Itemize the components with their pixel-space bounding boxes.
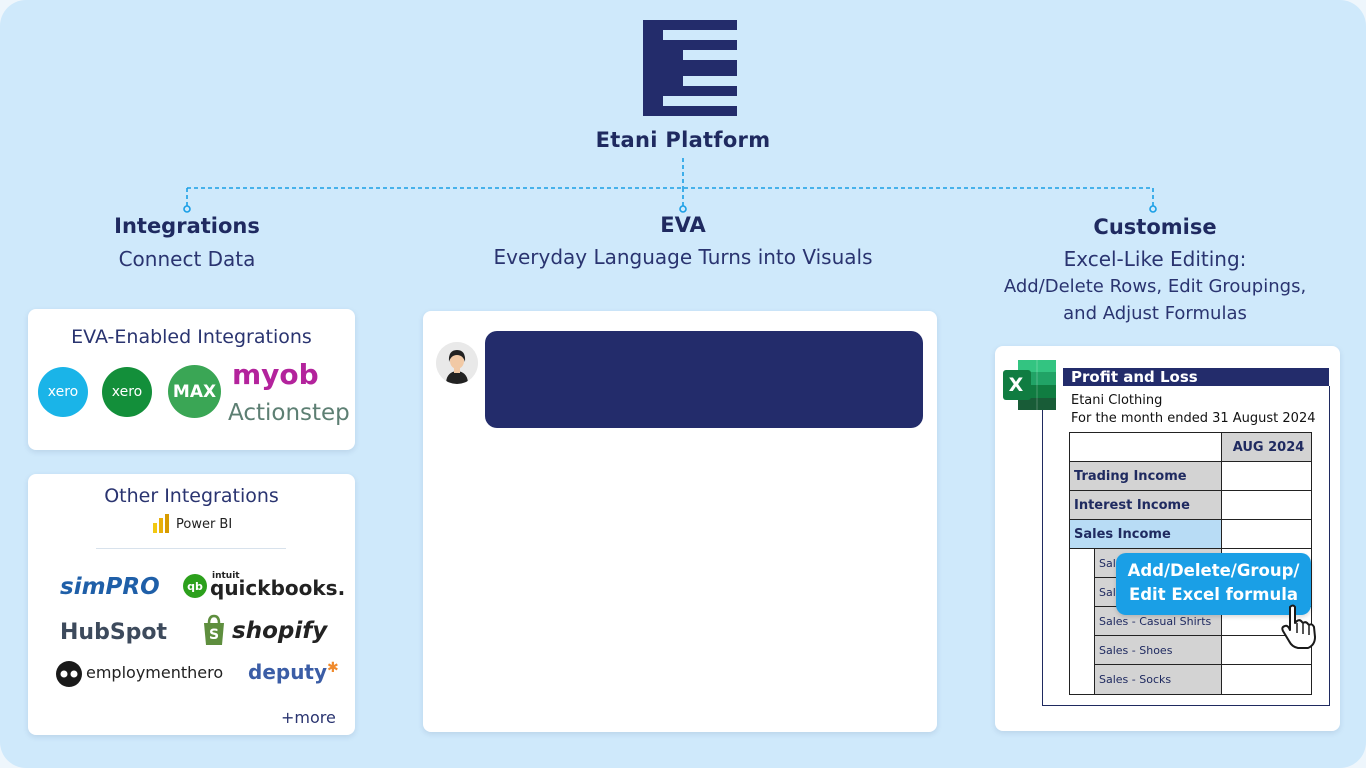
eva-chat-bubble[interactable] xyxy=(485,331,923,428)
shopify-logo-icon: shopify xyxy=(232,618,328,644)
deputy-star-icon: ✱ xyxy=(327,660,339,676)
excel-icon xyxy=(1003,360,1056,410)
customise-line-2: Add/Delete Rows, Edit Groupings, xyxy=(1003,276,1307,297)
pl-period: For the month ended 31 August 2024 xyxy=(1071,411,1316,426)
integrations-subtitle: Connect Data xyxy=(118,247,256,271)
quickbooks-logo-icon: quickbooks. xyxy=(210,576,346,600)
power-bi-label: Power BI xyxy=(176,517,233,532)
customise-subtitle: Excel-Like Editing: xyxy=(1063,247,1247,271)
edit-formula-tooltip: Add/Delete/Group/ Edit Excel formula xyxy=(1116,553,1311,615)
row-interest-income[interactable]: Interest Income xyxy=(1069,490,1222,520)
eva-title: EVA xyxy=(660,213,706,237)
row-sales-shoes[interactable]: Sales - Shoes xyxy=(1094,635,1222,665)
more-integrations-link[interactable]: +more xyxy=(281,708,336,727)
eva-subtitle: Everyday Language Turns into Visuals xyxy=(493,245,873,269)
xero-green-logo-icon: xero xyxy=(102,367,152,417)
value-cell[interactable] xyxy=(1221,461,1312,491)
quickbooks-icon: qb xyxy=(183,574,207,598)
value-cell[interactable] xyxy=(1221,490,1312,520)
value-cell[interactable] xyxy=(1221,519,1312,549)
xero-logo-icon: xero xyxy=(38,367,88,417)
hand-pointer-icon xyxy=(1281,604,1316,649)
excel-icon-letter: X xyxy=(1008,374,1024,396)
etani-logo-icon xyxy=(643,20,737,116)
pl-report-title: Profit and Loss xyxy=(1063,368,1329,386)
integrations-title: Integrations xyxy=(114,214,260,238)
customise-line-3: and Adjust Formulas xyxy=(1063,303,1247,324)
intuit-label: intuit xyxy=(212,571,240,581)
column-header-aug-2024[interactable]: AUG 2024 xyxy=(1221,432,1312,462)
pl-company-name: Etani Clothing xyxy=(1071,393,1163,408)
eva-enabled-title: EVA-Enabled Integrations xyxy=(71,326,312,348)
user-avatar-icon xyxy=(436,342,478,384)
simpro-logo-icon: simPRO xyxy=(60,574,160,600)
divider xyxy=(96,548,286,549)
employmenthero-icon xyxy=(56,661,82,687)
employmenthero-logo-icon: employmenthero xyxy=(86,663,224,682)
deputy-logo-icon: deputy xyxy=(248,660,328,684)
other-integrations-card: Other Integrations xyxy=(28,474,355,735)
hubspot-logo-icon: HubSpot xyxy=(60,620,168,645)
power-bi-icon xyxy=(153,514,169,533)
customise-title: Customise xyxy=(1093,215,1217,239)
row-sales-income[interactable]: Sales Income xyxy=(1069,519,1222,549)
max-logo-icon: MAX xyxy=(168,365,221,418)
svg-text:S: S xyxy=(209,627,219,643)
shopify-bag-icon: S xyxy=(204,614,224,645)
other-integrations-title: Other Integrations xyxy=(104,485,279,507)
table-corner-cell[interactable] xyxy=(1069,432,1222,462)
myob-logo-icon: myob xyxy=(232,358,319,391)
actionstep-logo-icon: Actionstep xyxy=(228,400,350,426)
indent-cell xyxy=(1069,548,1095,695)
tooltip-line-1: Add/Delete/Group/ xyxy=(1127,561,1300,580)
row-trading-income[interactable]: Trading Income xyxy=(1069,461,1222,491)
row-sales-socks[interactable]: Sales - Socks xyxy=(1094,664,1222,695)
platform-title: Etani Platform xyxy=(595,128,771,152)
tooltip-line-2: Edit Excel formula xyxy=(1128,585,1299,604)
value-cell[interactable] xyxy=(1221,664,1312,695)
